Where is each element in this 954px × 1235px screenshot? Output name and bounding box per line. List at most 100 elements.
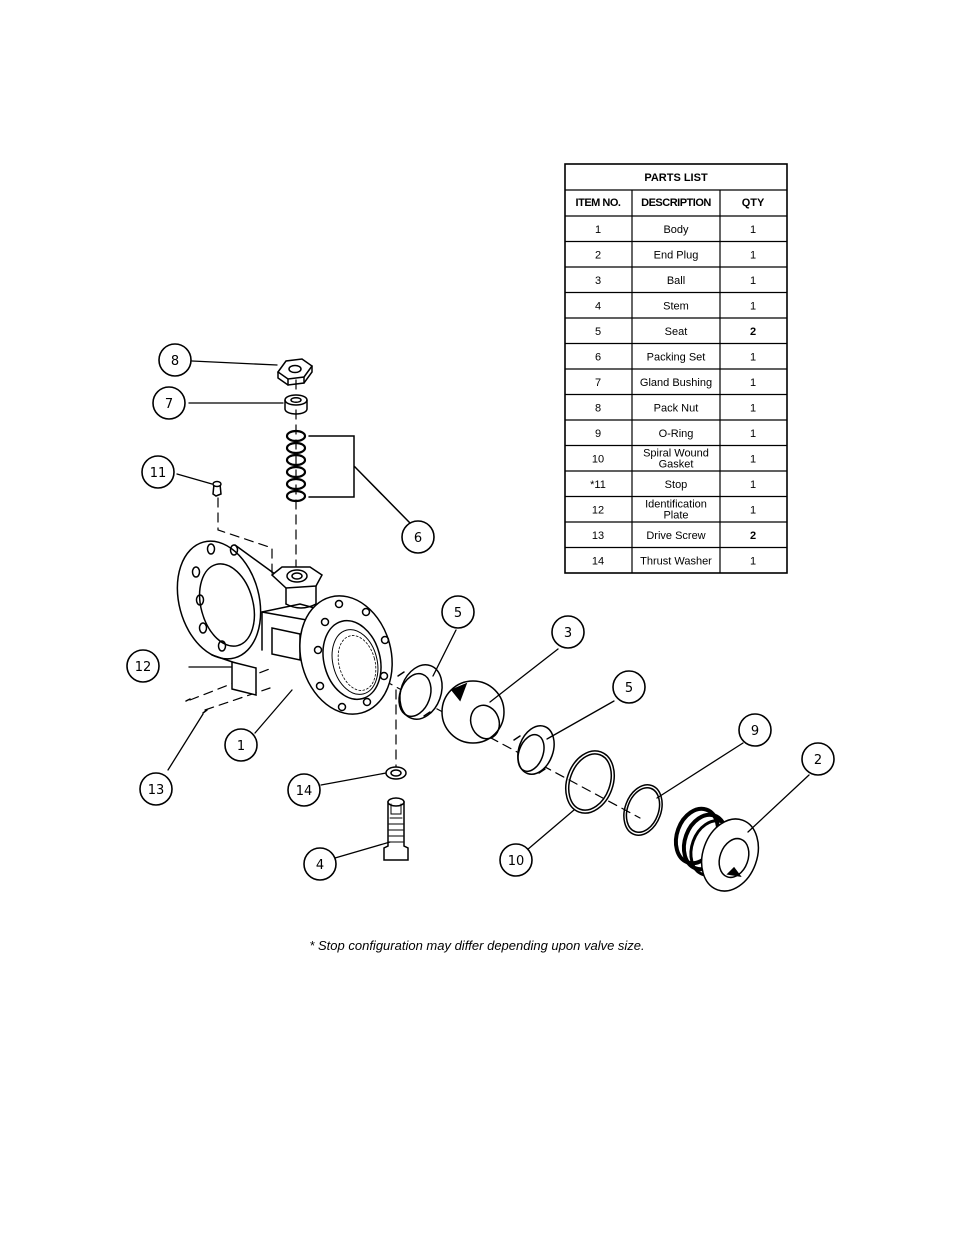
table-cell-description: Drive Screw: [646, 530, 705, 542]
table-cell-description: Body: [663, 224, 689, 236]
balloon-number: 4: [316, 858, 324, 873]
col-header-qty: QTY: [742, 197, 765, 209]
callout-balloon-8: 8: [158, 343, 192, 377]
table-cell-item: 14: [592, 555, 604, 567]
balloon-number: 8: [171, 354, 179, 369]
pack-nut-part: [276, 358, 314, 386]
table-cell-item: 12: [592, 504, 604, 516]
balloon-circle: [401, 520, 435, 554]
balloon-number: 13: [148, 783, 165, 798]
table-cell-item: 4: [595, 300, 601, 312]
table-cell-description: Identification: [645, 499, 707, 511]
balloon-number: 6: [414, 531, 422, 546]
table-cell-qty: 1: [750, 504, 756, 516]
table-cell-qty: 1: [750, 224, 756, 236]
table-cell-item: 10: [592, 453, 604, 465]
balloon-circle: [224, 728, 258, 762]
balloon-number: 14: [296, 784, 313, 799]
balloon-number: 9: [751, 724, 759, 739]
balloon-circle: [499, 843, 533, 877]
table-cell-qty: 1: [750, 249, 756, 261]
balloon-circle: [801, 742, 835, 776]
balloon-circle: [139, 772, 173, 806]
table-cell-qty: 2: [750, 530, 756, 542]
ball-part: [441, 680, 505, 744]
callout-balloon-7: 7: [152, 386, 186, 420]
drive-screw-part: [185, 698, 208, 714]
callout-balloon-1: 1: [224, 728, 258, 762]
col-header-description: DESCRIPTION: [641, 197, 711, 209]
table-cell-item: 5: [595, 326, 601, 338]
packing-set-bracket: [308, 435, 411, 524]
balloon-number: 5: [625, 681, 633, 696]
table-row: 2 End Plug 1: [595, 249, 756, 261]
callout-balloon-2: 2: [801, 742, 835, 776]
callout-leaders: [167, 360, 810, 859]
table-cell-item: 2: [595, 249, 601, 261]
table-cell-item: 3: [595, 275, 601, 287]
table-cell-qty: 1: [750, 428, 756, 440]
seat-part-right: [513, 725, 555, 775]
balloon-circle: [287, 773, 321, 807]
table-cell-description: Thrust Washer: [640, 555, 712, 567]
balloon-number: 3: [564, 626, 572, 641]
table-cell-qty: 1: [750, 453, 756, 465]
thrust-washer-part: [385, 766, 407, 780]
callout-balloon-5b: 5: [612, 670, 646, 704]
callout-balloon-12: 12: [126, 649, 160, 683]
callout-balloon-4: 4: [303, 847, 337, 881]
callout-balloon-9: 9: [738, 713, 772, 747]
table-cell-item: 13: [592, 530, 604, 542]
table-cell-description: End Plug: [654, 249, 699, 261]
packing-set-part: [285, 429, 307, 503]
balloon-circle: [303, 847, 337, 881]
parts-list-table: [564, 163, 788, 574]
table-cell-description: Ball: [667, 275, 685, 287]
callout-balloon-11: 11: [141, 455, 175, 489]
table-cell-item: *11: [590, 479, 606, 491]
balloon-circle: [551, 615, 585, 649]
table-cell-qty: 2: [750, 326, 756, 338]
balloon-circle: [158, 343, 192, 377]
table-cell-qty: 1: [750, 402, 756, 414]
table-cell-description: O-Ring: [659, 428, 694, 440]
balloon-circle: [141, 455, 175, 489]
table-cell-description: Plate: [663, 510, 688, 522]
balloon-number: 7: [165, 397, 173, 412]
table-cell-item: 7: [595, 377, 601, 389]
balloon-number: 5: [454, 606, 462, 621]
table-cell-qty: 1: [750, 351, 756, 363]
balloon-number: 12: [135, 660, 152, 675]
valve-body-part: [176, 540, 393, 715]
callout-balloon-10: 10: [499, 843, 533, 877]
table-cell-description: Gasket: [659, 459, 694, 471]
o-ring-part: [623, 784, 663, 836]
stem-part: [383, 797, 409, 861]
balloon-number: 2: [814, 753, 822, 768]
balloon-circle: [152, 386, 186, 420]
table-cell-item: 9: [595, 428, 601, 440]
gland-bushing-part: [284, 394, 308, 415]
table-cell-qty: 1: [750, 377, 756, 389]
identification-plate-part: [231, 661, 257, 696]
end-plug-part: [673, 806, 760, 892]
balloon-circle: [441, 595, 475, 629]
table-cell-description: Stem: [663, 300, 689, 312]
table-cell-description: Gland Bushing: [640, 377, 712, 389]
callout-balloon-13: 13: [139, 772, 173, 806]
callout-balloon-5: 5: [441, 595, 475, 629]
table-cell-item: 6: [595, 351, 601, 363]
balloon-circle: [126, 649, 160, 683]
balloon-circle: [612, 670, 646, 704]
table-cell-description: Pack Nut: [654, 402, 699, 414]
callout-balloon-3: 3: [551, 615, 585, 649]
